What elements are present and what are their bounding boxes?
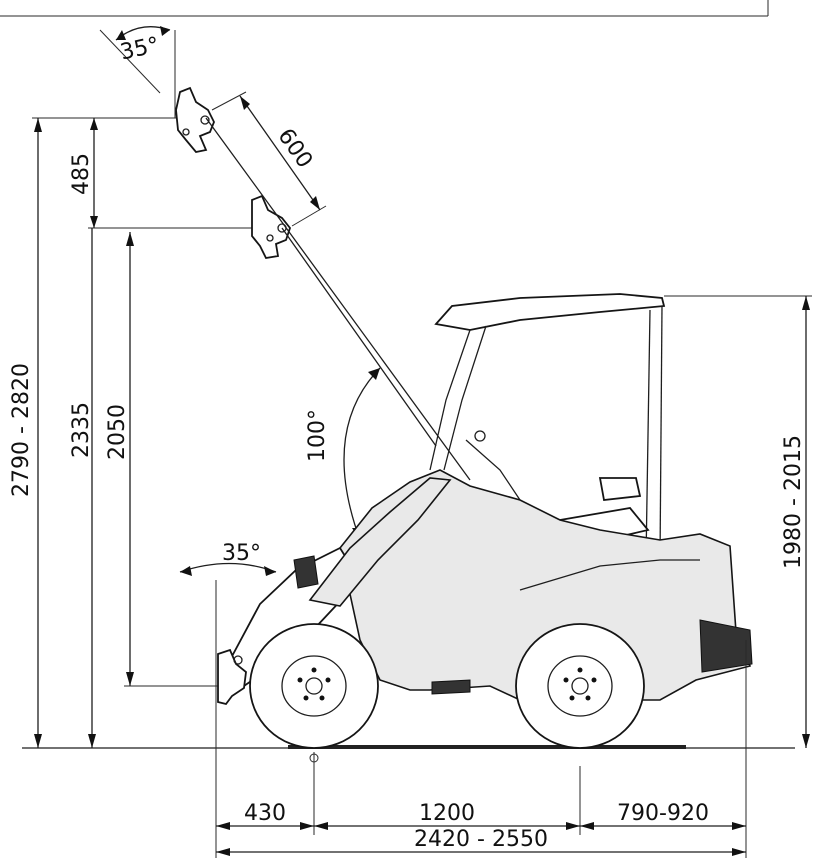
- cab-height-label: 1980 - 2015: [781, 435, 806, 569]
- max-pin-height-label: 2335: [69, 402, 94, 458]
- length-dimension-lines: [215, 640, 747, 858]
- wheelbase-label: 1200: [419, 801, 475, 826]
- pin-height-label: 2050: [105, 404, 130, 460]
- operator-seat: [598, 477, 642, 501]
- lower-tilt-angle: 35°: [179, 541, 277, 700]
- cab-height-dimension: [664, 295, 812, 748]
- ground-line: [22, 745, 795, 749]
- total-length-label: 2420 - 2550: [414, 827, 548, 852]
- attachment-plate-level: [251, 194, 292, 259]
- boom-swing-angle: 100°: [305, 367, 381, 541]
- offset-485-label: 485: [69, 153, 94, 195]
- boom-lift-line: [205, 117, 471, 481]
- front-overhang-label: 430: [244, 801, 286, 826]
- top-tilt-angle: 35°: [99, 26, 171, 94]
- caption-box: [0, 0, 769, 17]
- lower-tilt-angle-label: 35°: [222, 541, 261, 566]
- quick-attach-plate: [217, 648, 247, 706]
- boom-angle-label: 100°: [305, 409, 330, 462]
- total-height-label: 2790 - 2820: [9, 363, 34, 497]
- attachment-plate-tilted: [174, 30, 215, 153]
- canopy-roof: [434, 293, 666, 331]
- reach-label: 600: [273, 124, 318, 173]
- loader-machine: [217, 293, 753, 706]
- rear-overhang-label: 790-920: [617, 801, 709, 826]
- boom-arm: [308, 477, 452, 607]
- front-wheel: [249, 623, 379, 749]
- rear-wheel: [515, 623, 645, 749]
- reach-dimension: 600: [211, 91, 327, 227]
- height-dimension-lines: [32, 117, 256, 748]
